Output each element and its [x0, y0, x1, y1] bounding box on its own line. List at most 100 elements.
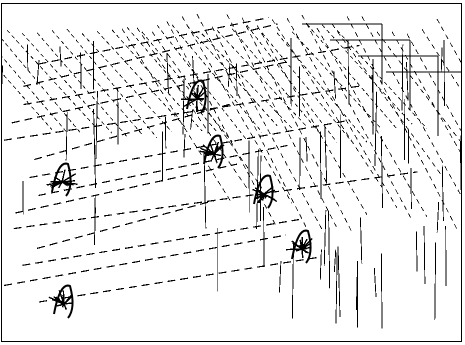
stroke — [22, 218, 300, 266]
stroke — [111, 29, 203, 132]
stroke — [196, 87, 205, 100]
stroke — [333, 249, 337, 272]
vertical-stroke-lines — [2, 23, 461, 329]
stroke — [305, 136, 308, 162]
stroke — [95, 91, 98, 160]
stroke — [63, 295, 74, 305]
stroke — [301, 248, 309, 254]
stroke — [227, 63, 231, 88]
stroke — [276, 32, 368, 143]
stroke — [213, 153, 222, 157]
stroke — [183, 133, 186, 158]
stroke — [423, 226, 426, 285]
stroke — [376, 31, 461, 143]
stroke — [301, 248, 304, 259]
stroke — [38, 144, 288, 197]
stroke — [34, 103, 231, 161]
stroke — [291, 240, 303, 250]
stroke — [141, 31, 233, 142]
stroke — [201, 33, 293, 129]
figure-outline — [253, 174, 274, 209]
stroke — [459, 135, 461, 196]
stroke — [6, 29, 98, 129]
stroke — [324, 127, 328, 184]
stroke — [434, 242, 437, 321]
stroke — [321, 24, 413, 125]
stroke — [61, 169, 66, 183]
stroke — [164, 116, 167, 149]
stroke — [196, 98, 204, 101]
stroke — [186, 25, 278, 126]
stroke — [216, 30, 308, 128]
stroke — [166, 52, 169, 94]
stroke — [26, 44, 29, 71]
stroke — [211, 26, 323, 230]
stroke — [63, 302, 73, 305]
stroke — [156, 24, 248, 141]
stroke — [374, 91, 378, 166]
stroke — [2, 56, 68, 133]
stroke — [380, 253, 383, 329]
stroke — [279, 260, 282, 293]
stroke — [441, 165, 444, 221]
stroke — [371, 75, 374, 100]
stroke — [181, 16, 293, 204]
stroke — [2, 72, 53, 130]
stroke — [347, 64, 350, 105]
stroke — [286, 17, 398, 209]
stroke — [36, 59, 40, 86]
stroke — [306, 23, 398, 130]
stroke — [151, 31, 263, 189]
stroke — [15, 163, 238, 214]
stroke — [256, 25, 368, 215]
stroke — [319, 249, 322, 280]
stroke — [231, 28, 323, 137]
clustered-shapes — [46, 79, 313, 319]
stroke — [301, 14, 413, 221]
dashed-diagonal-lines — [2, 13, 461, 303]
stroke — [38, 17, 269, 65]
stroke — [4, 234, 287, 287]
stroke — [171, 24, 263, 133]
stroke — [209, 142, 215, 155]
stroke — [4, 85, 360, 141]
stroke — [196, 13, 308, 229]
stroke — [93, 108, 96, 188]
stroke — [11, 61, 289, 124]
stroke — [2, 65, 4, 90]
stroke — [166, 21, 278, 228]
stroke — [81, 33, 173, 133]
stroke — [337, 246, 341, 318]
stroke — [136, 27, 248, 189]
stroke — [319, 131, 322, 200]
stroke — [62, 290, 65, 305]
stroke — [255, 193, 265, 200]
stroke — [61, 181, 69, 187]
stroke — [346, 16, 458, 230]
stroke — [96, 30, 188, 130]
stroke — [51, 30, 143, 135]
stroke — [323, 210, 327, 266]
stroke — [359, 217, 363, 264]
stroke — [271, 19, 383, 188]
stroke — [63, 303, 68, 310]
image-frame — [1, 3, 462, 342]
stroke — [61, 173, 77, 183]
stroke — [52, 298, 65, 305]
stroke — [440, 47, 443, 73]
figure-outline — [291, 229, 312, 264]
stroke — [23, 44, 360, 106]
stroke — [36, 32, 128, 137]
stroke — [301, 238, 308, 250]
stroke — [66, 28, 158, 139]
stroke — [361, 16, 461, 197]
stroke — [182, 98, 198, 108]
stroke — [126, 27, 218, 133]
stroke — [213, 153, 218, 164]
stroke — [406, 61, 409, 101]
stroke — [263, 207, 265, 268]
stroke — [117, 87, 119, 145]
stroke — [80, 52, 82, 90]
stroke — [328, 211, 331, 289]
